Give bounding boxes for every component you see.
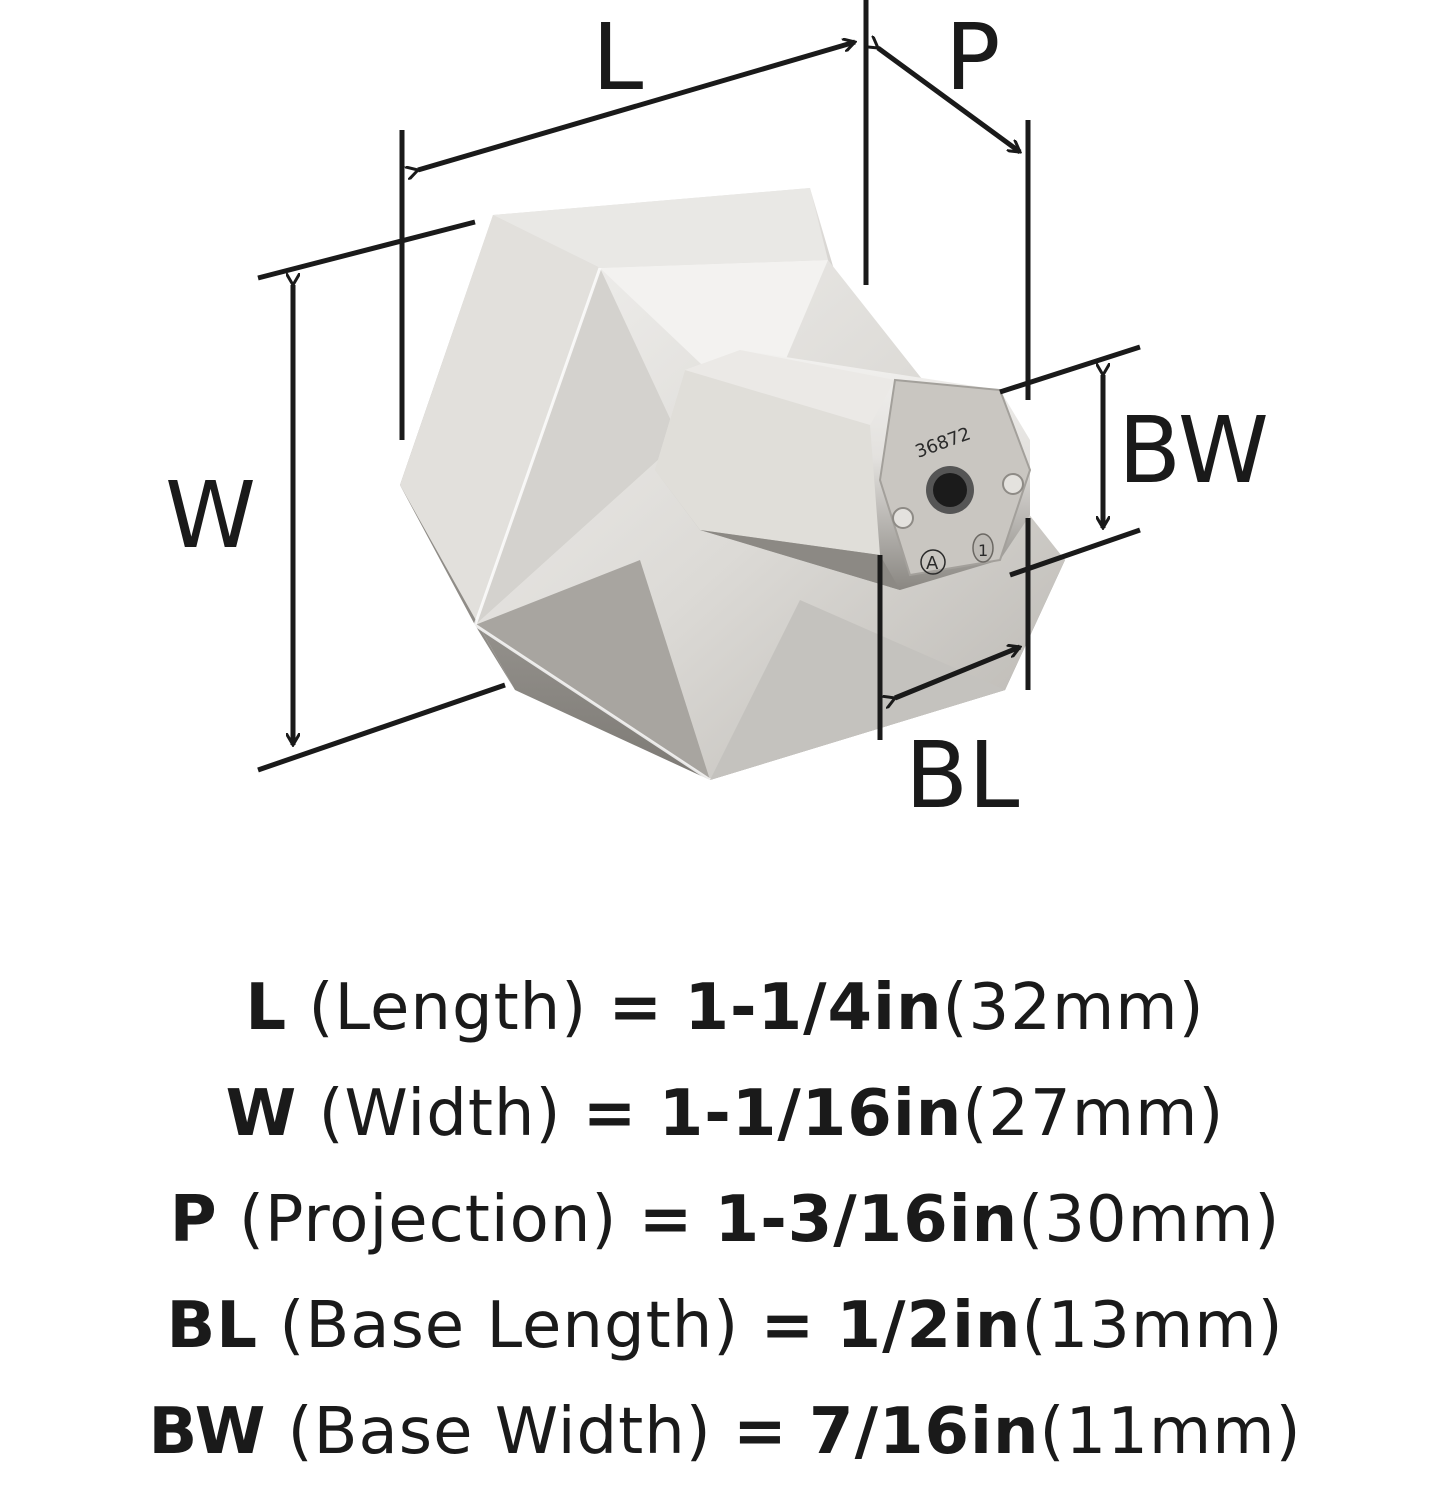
dimension-specs: L (Length) = 1-1/4in(32mm) W (Width) = 1… xyxy=(0,955,1450,1485)
dimension-diagram: 36872 A 1 xyxy=(165,0,1269,829)
label-base-length: BL xyxy=(905,722,1020,829)
spec-base-width: BW (Base Width) = 7/16in(11mm) xyxy=(148,1395,1302,1469)
spec-projection: P (Projection) = 1-3/16in(30mm) xyxy=(169,1183,1281,1257)
spec-length: L (Length) = 1-1/4in(32mm) xyxy=(245,971,1205,1045)
dimension-lines xyxy=(257,0,1141,773)
label-projection: P xyxy=(945,4,1001,111)
label-base-width: BW xyxy=(1118,397,1269,504)
knob-stem: 36872 A 1 xyxy=(655,350,1032,590)
stamp-number: 1 xyxy=(978,541,988,560)
hex-knob-drawing: 36872 A 1 xyxy=(257,0,1141,782)
spec-base-length: BL (Base Length) = 1/2in(13mm) xyxy=(166,1289,1284,1363)
label-length: L xyxy=(592,4,644,111)
label-width: W xyxy=(165,462,256,569)
spec-width: W (Width) = 1-1/16in(27mm) xyxy=(225,1077,1225,1151)
stamp-letter: A xyxy=(926,553,939,574)
